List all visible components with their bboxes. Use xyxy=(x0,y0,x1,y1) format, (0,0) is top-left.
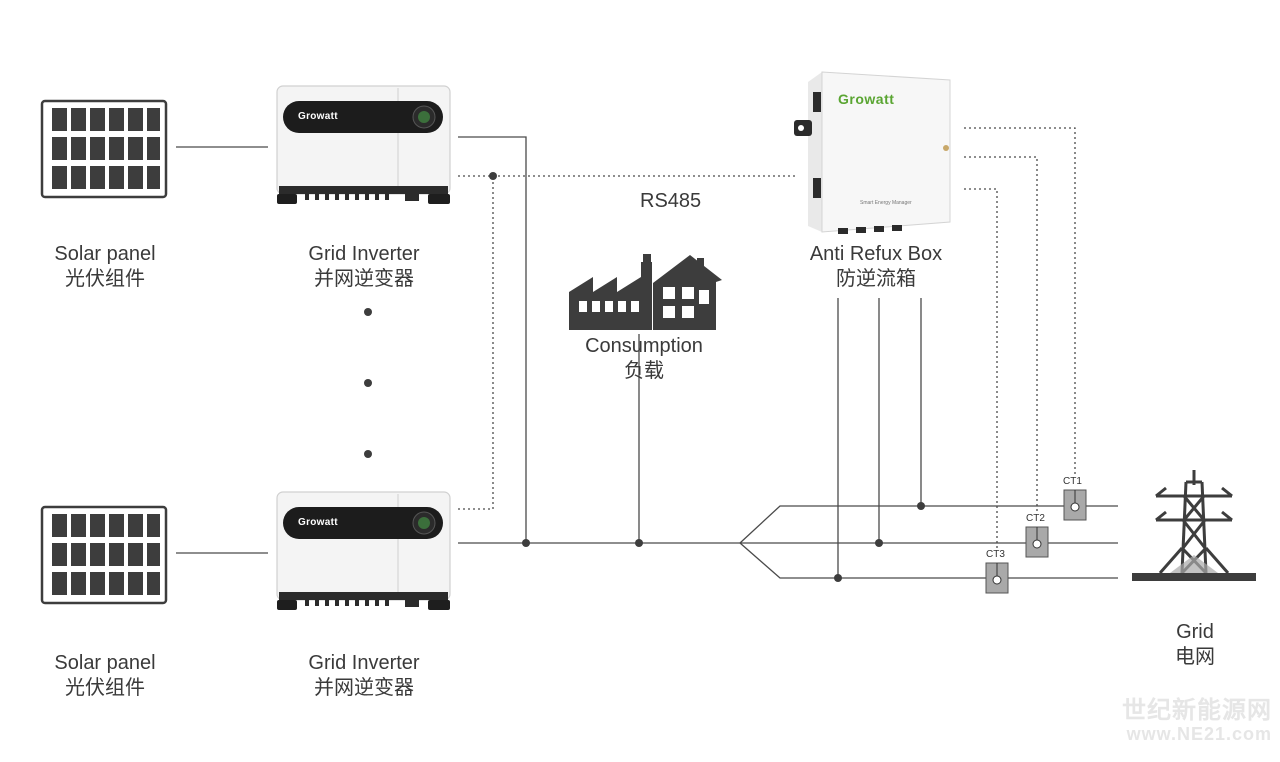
solar-panel-bottom-name-cn: 光伏组件 xyxy=(65,677,145,699)
inverter-top-brand: Growatt xyxy=(298,111,338,122)
ct2-label: CT2 xyxy=(1026,513,1045,524)
solar-panel-bottom-icon xyxy=(40,505,168,605)
solar-panel-top-label: Solar panel 光伏组件 xyxy=(30,242,180,292)
rs485-cable-bottom xyxy=(458,176,494,510)
anti-reflux-box-label: Anti Refux Box 防逆流箱 xyxy=(796,242,956,292)
phase-l3 xyxy=(739,542,1118,579)
ct2-device xyxy=(1025,526,1049,558)
inverter-bottom-device xyxy=(276,491,451,610)
inverter-bottom-label: Grid Inverter 并网逆变器 xyxy=(284,651,444,701)
ct2-signal xyxy=(964,156,1038,512)
anti-reflux-box-device xyxy=(794,71,951,234)
solar-panel-bottom-label: Solar panel 光伏组件 xyxy=(30,651,180,701)
grid-name-cn: 电网 xyxy=(1175,646,1215,668)
ac-cable-top xyxy=(458,136,527,543)
ct3-signal xyxy=(964,188,998,548)
ct1-signal xyxy=(964,127,1076,476)
inverter-top-name-en: Grid Inverter xyxy=(308,243,420,265)
inverter-top-label: Grid Inverter 并网逆变器 xyxy=(284,242,444,292)
anti-reflux-box-name-en: Anti Refux Box xyxy=(809,243,943,265)
watermark-line1: 世纪新能源网 xyxy=(1122,697,1272,724)
anti-reflux-box-name-cn: 防逆流箱 xyxy=(836,268,916,290)
consumption-label: Consumption 负载 xyxy=(564,334,724,384)
rs485-label: RS485 xyxy=(640,190,702,212)
junction-dot xyxy=(834,574,842,582)
watermark-line2: www.NE21.com xyxy=(1126,724,1272,744)
ct1-device xyxy=(1063,489,1087,521)
inverter-bottom-name-en: Grid Inverter xyxy=(308,652,420,674)
ct1-label: CT1 xyxy=(1063,476,1082,487)
inverter-bottom-name-cn: 并网逆变器 xyxy=(314,677,414,699)
grid-label: Grid 电网 xyxy=(1145,620,1245,670)
anti-reflux-box-subtitle: Smart Energy Manager xyxy=(860,200,912,206)
solar-panel-top-icon xyxy=(40,99,168,199)
factory-house-icon xyxy=(569,254,722,330)
solar-panel-top-name-en: Solar panel xyxy=(54,243,156,265)
watermark: 世纪新能源网 www.NE21.com xyxy=(1122,697,1272,745)
inverter-bottom-brand: Growatt xyxy=(298,517,338,528)
consumption-name-en: Consumption xyxy=(585,335,703,357)
transmission-tower-icon xyxy=(1132,470,1256,581)
junction-dot xyxy=(489,172,497,180)
ct3-label: CT3 xyxy=(986,549,1005,560)
ct3-device xyxy=(985,562,1009,594)
junction-dot xyxy=(635,539,643,547)
inverter-top-name-cn: 并网逆变器 xyxy=(314,268,414,290)
consumption-name-cn: 负载 xyxy=(624,360,664,382)
junction-dot xyxy=(522,539,530,547)
more-inverters-ellipsis xyxy=(364,308,372,458)
anti-reflux-box-brand: Growatt xyxy=(838,91,895,107)
junction-dot xyxy=(875,539,883,547)
inverter-top-device xyxy=(276,85,451,204)
phase-l1 xyxy=(739,505,1118,544)
grid-name-en: Grid xyxy=(1176,621,1214,643)
solar-panel-top-name-cn: 光伏组件 xyxy=(65,268,145,290)
solar-panel-bottom-name-en: Solar panel xyxy=(54,652,156,674)
junction-dot xyxy=(917,502,925,510)
